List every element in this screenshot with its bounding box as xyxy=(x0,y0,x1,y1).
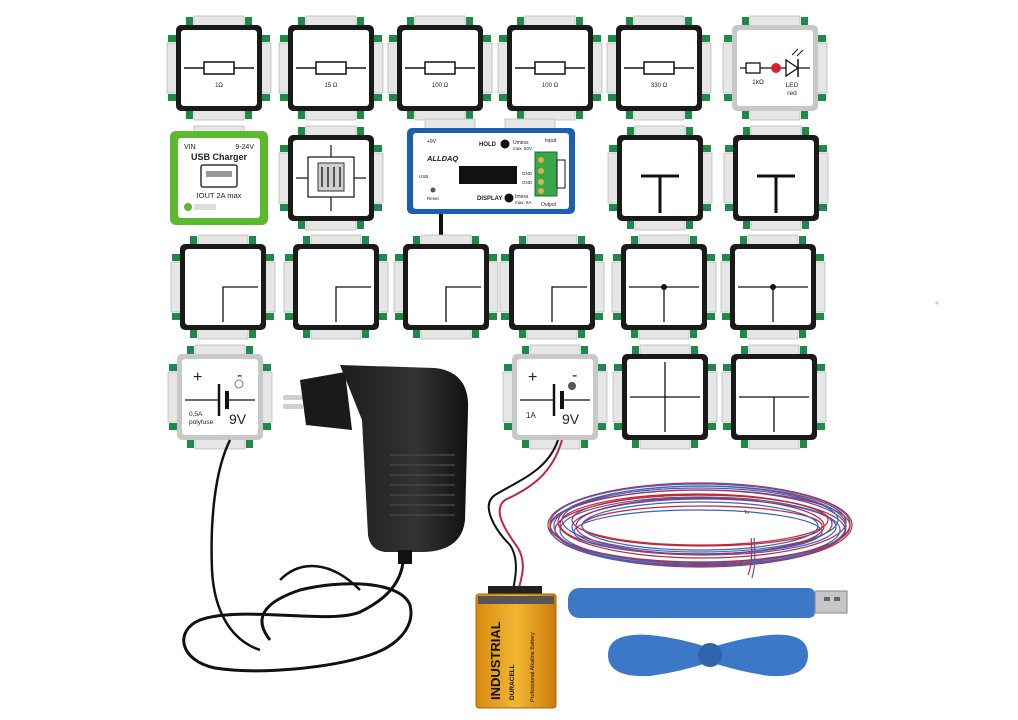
led-module: 1kΩ LED red xyxy=(722,15,828,121)
battery-module-polyfuse: + - 0,5A polyfuse 9V xyxy=(167,344,273,450)
lcd-display xyxy=(459,166,517,184)
resistor-label: 100 Ω xyxy=(432,83,449,89)
alldaq-imax: max. 6A xyxy=(515,200,532,205)
hold-button[interactable] xyxy=(500,139,510,149)
alldaq-display-label: DISPLAY xyxy=(477,196,502,202)
led-color-label: red xyxy=(787,90,797,97)
plug-prong xyxy=(283,404,303,409)
battery-voltage: 9V xyxy=(229,411,247,427)
power-adapter xyxy=(182,365,469,673)
split-module-1 xyxy=(612,344,718,450)
battery-plus-label: + xyxy=(193,369,202,386)
junction-module-2 xyxy=(720,234,826,340)
alldaq-hold-label: HOLD xyxy=(479,142,497,148)
battery-voltage: 9V xyxy=(562,411,580,427)
battery-minus-label: - xyxy=(572,367,577,384)
corner-module-3 xyxy=(393,234,499,340)
battery-type: Professional Alkaline Battery xyxy=(530,632,536,702)
usb-vin-range: 9-24V xyxy=(235,144,254,151)
switch-module xyxy=(278,125,384,231)
led-label: LED xyxy=(786,82,799,89)
usb-vin-label: VIN xyxy=(184,144,196,151)
junction-module-1 xyxy=(611,234,717,340)
battery-module-1a: + - 1A 9V xyxy=(502,344,608,450)
corner-module-4 xyxy=(499,234,605,340)
resistor-module-2: 15 Ω xyxy=(278,15,384,121)
resistor-label: 100 Ω xyxy=(542,83,559,89)
resistor-module-1: 1Ω xyxy=(166,15,272,121)
usb-connector-icon xyxy=(814,590,848,614)
alldaq-input-label: Input xyxy=(545,138,557,144)
led-red-icon xyxy=(771,63,781,73)
wire-coil xyxy=(547,482,853,579)
display-button[interactable] xyxy=(504,193,514,203)
alldaq-brand: ALLDAQ xyxy=(426,154,458,163)
usb-fan-stick xyxy=(568,588,848,618)
alldaq-gnd-1: GND xyxy=(522,171,533,176)
corner-module-2 xyxy=(283,234,389,340)
battery-note: polyfuse xyxy=(189,419,214,426)
battery-maker: DURACELL xyxy=(509,664,516,700)
reset-button[interactable] xyxy=(430,187,436,193)
alldaq-gnd-2: GND xyxy=(522,180,533,185)
resistor-module-3: 100 Ω xyxy=(387,15,493,121)
alldaq-umess: Umess xyxy=(513,140,529,146)
battery-rating: 1A xyxy=(526,411,536,420)
alldaq-reset: Reset xyxy=(427,196,440,201)
resistor-module-5: 330 Ω xyxy=(606,15,712,121)
brand-logo-icon xyxy=(184,203,192,211)
alldaq-imess: Imess xyxy=(515,194,529,200)
terminal-block xyxy=(534,151,558,197)
resistor-label: 330 Ω xyxy=(651,83,668,89)
9v-battery: INDUSTRIAL DURACELL Professional Alkalin… xyxy=(475,586,557,709)
alldaq-plus9v: +9V xyxy=(427,139,437,145)
fan-propeller xyxy=(608,634,808,677)
resistor-module-4: 100 Ω xyxy=(497,15,603,121)
usb-iout-label: IOUT 2A max xyxy=(197,191,242,200)
alldaq-output-label: Output xyxy=(541,202,557,208)
battery-plus-label: + xyxy=(528,369,537,386)
alldaq-umax: max. 60V xyxy=(513,146,532,151)
battery-minus-label: - xyxy=(237,367,242,384)
resistor-label: 1Ω xyxy=(215,83,223,89)
t-connector-module-1 xyxy=(607,125,713,231)
led-resistor-label: 1kΩ xyxy=(752,79,764,86)
resistor-label: 15 Ω xyxy=(325,83,338,89)
battery-brand: INDUSTRIAL xyxy=(488,621,503,700)
battery-rating: 0,5A xyxy=(189,411,203,418)
usb-charger-module: VIN 9-24V USB Charger IOUT 2A max xyxy=(170,125,268,225)
split-module-2 xyxy=(721,344,827,450)
alldaq-usb: USB xyxy=(419,174,428,179)
corner-module-1 xyxy=(170,234,276,340)
t-connector-module-2 xyxy=(723,125,829,231)
usb-charger-title: USB Charger xyxy=(191,152,248,162)
alldaq-meter-module: +9V HOLD Umess max. 60V Input ALLDAQ GND… xyxy=(407,118,575,236)
plug-prong xyxy=(283,395,303,400)
